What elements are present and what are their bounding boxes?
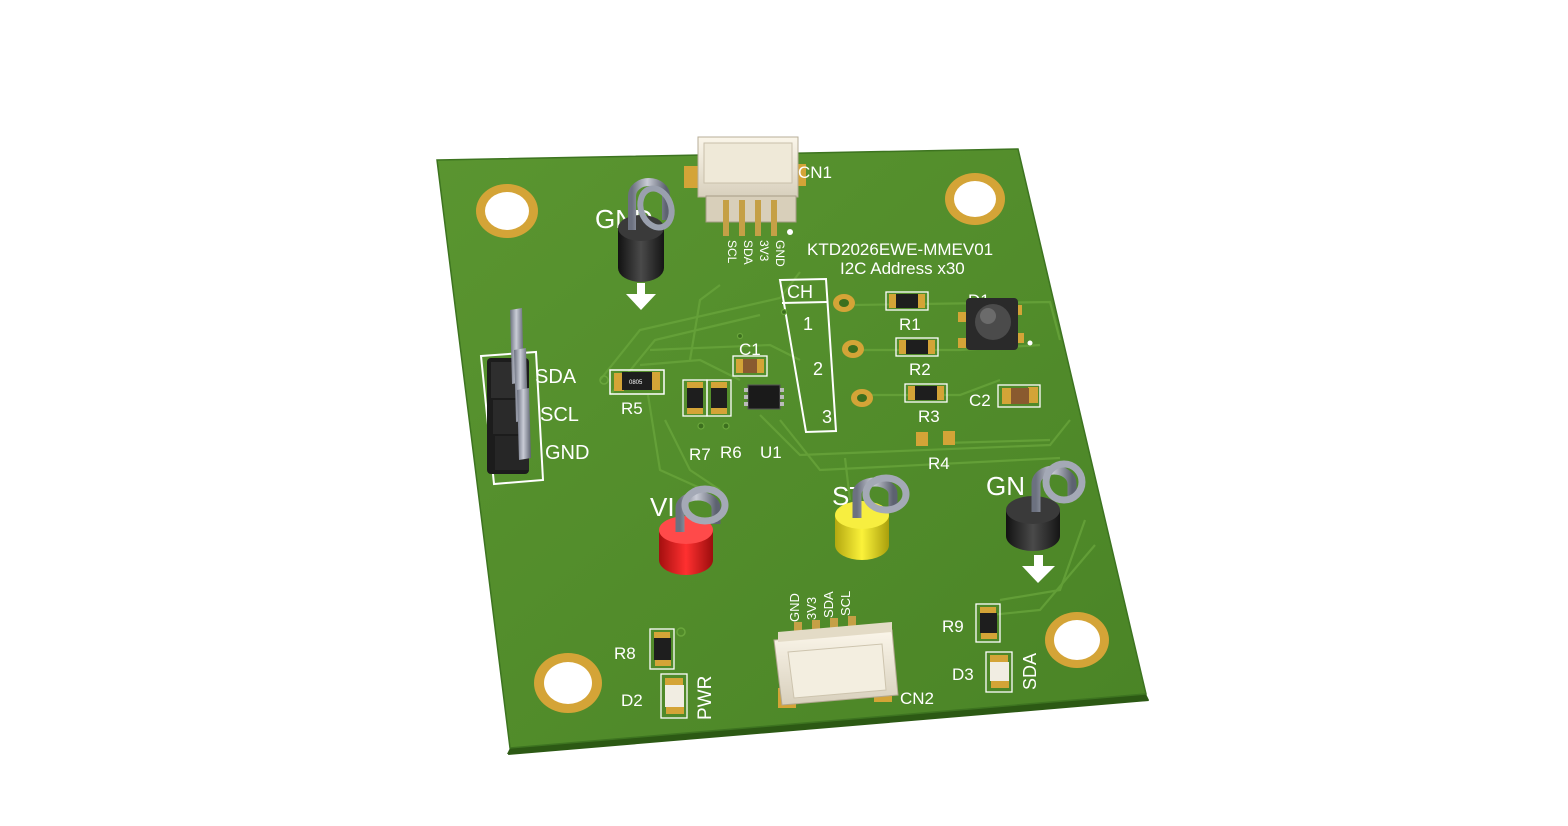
d3-label: D3 <box>952 665 974 684</box>
d2-label: D2 <box>621 691 643 710</box>
tp-vin-label: VI <box>650 492 675 522</box>
u1-label: U1 <box>760 443 782 462</box>
r8-resistor <box>649 628 675 670</box>
cn1-pin-3v3: 3V3 <box>757 240 771 262</box>
r7-label: R7 <box>689 445 711 464</box>
cn1-pin-sda: SDA <box>741 240 755 265</box>
channel-3-pad <box>851 389 873 407</box>
mounting-hole-bottom-right <box>1045 612 1109 668</box>
cn2-ref-label: CN2 <box>900 689 934 708</box>
cn1-ref-label: CN1 <box>798 163 832 182</box>
arrow-down-icon <box>1022 555 1055 583</box>
r3-resistor <box>904 383 948 403</box>
channel-table <box>778 277 838 434</box>
c2-capacitor <box>997 384 1041 408</box>
pcb-board-side <box>508 694 1149 755</box>
cn2-pin-scl: SCL <box>838 591 853 616</box>
r4-label: R4 <box>928 454 950 473</box>
channel-2-pad <box>842 340 864 358</box>
mounting-hole-top-right <box>945 173 1005 225</box>
test-point-gnd-top <box>618 178 675 282</box>
r1-label: R1 <box>899 315 921 334</box>
r3-label: R3 <box>918 407 940 426</box>
channel-row-3: 3 <box>822 407 832 427</box>
test-point-gnd-right <box>1006 460 1086 551</box>
mounting-hole-bottom-left <box>534 653 602 713</box>
d2-pwr-label: PWR <box>695 676 716 720</box>
header-pin-scl: SCL <box>540 404 579 426</box>
r5-marking: 0805 <box>629 380 643 386</box>
u1-ic <box>744 384 784 410</box>
r4-resistor <box>916 431 955 446</box>
arrow-down-icon <box>626 283 656 310</box>
c1-label: C1 <box>739 340 761 359</box>
r9-resistor <box>975 603 1001 643</box>
cn2-connector <box>773 616 899 708</box>
cn2-pin-labels: GND 3V3 SDA SCL <box>787 591 853 622</box>
d2-led <box>660 673 688 719</box>
cn2-pin-3v3: 3V3 <box>804 597 819 620</box>
channel-1-pad <box>833 294 855 312</box>
cn1-pin-scl: SCL <box>725 240 739 264</box>
c1-capacitor <box>732 355 768 377</box>
r5-resistor: 0805 <box>609 369 665 395</box>
r1-resistor <box>885 291 929 311</box>
r2-resistor <box>895 337 939 357</box>
tp-gnd-right-label: GN <box>986 471 1025 501</box>
r9-label: R9 <box>942 617 964 636</box>
d3-sda-label: SDA <box>1020 653 1040 690</box>
channel-row-1: 1 <box>803 314 813 334</box>
cn1-pin-labels: SCL SDA 3V3 GND <box>725 240 787 267</box>
vias <box>697 308 788 430</box>
d1-led <box>958 298 1033 350</box>
board-subtitle: I2C Address x30 <box>840 259 965 278</box>
test-point-vin <box>659 485 729 575</box>
r6-resistor <box>706 379 732 417</box>
cn2-pin-sda: SDA <box>821 591 836 618</box>
cn1-pin-gnd: GND <box>773 240 787 267</box>
d3-led <box>985 651 1013 693</box>
r8-label: R8 <box>614 644 636 663</box>
test-point-st <box>835 474 910 560</box>
board-title: KTD2026EWE-MMEV01 <box>807 240 993 259</box>
channel-table-header: CH <box>787 282 813 302</box>
c2-label: C2 <box>969 391 991 410</box>
r5-label: R5 <box>621 399 643 418</box>
header-pin-sda: SDA <box>535 366 577 388</box>
cn2-pin-gnd: GND <box>787 593 802 622</box>
mounting-hole-top-left <box>476 184 538 238</box>
channel-row-2: 2 <box>813 359 823 379</box>
r6-label: R6 <box>720 443 742 462</box>
header-pin-gnd: GND <box>545 442 589 464</box>
pin-header-left <box>479 308 545 486</box>
r7-resistor <box>682 379 708 417</box>
cn1-connector <box>684 136 806 236</box>
r2-label: R2 <box>909 360 931 379</box>
